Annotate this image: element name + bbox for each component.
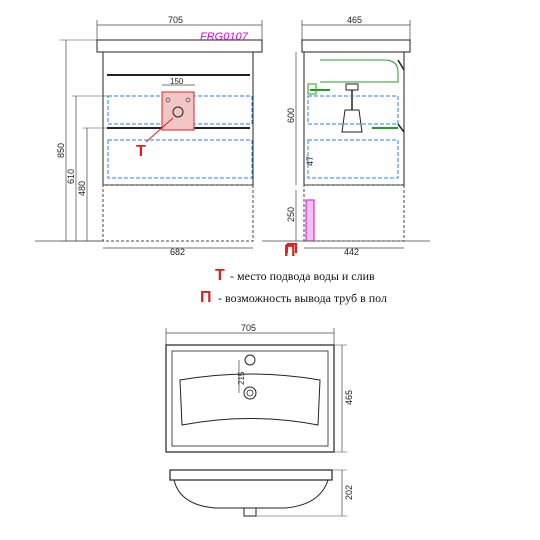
side-dashed-upper xyxy=(307,95,399,125)
dim-215-label: 215 xyxy=(237,371,246,385)
dim-682-label: 682 xyxy=(170,247,185,257)
marker-t: Т xyxy=(136,143,146,160)
basin-side-rim xyxy=(169,469,333,481)
legend-text-t: - место подвода воды и слив xyxy=(230,269,375,283)
basin-side-view: 202 xyxy=(169,469,354,517)
side-dashed-lower xyxy=(307,139,399,179)
plate-rect xyxy=(161,91,195,131)
dim-side-bottom-depth: 442 xyxy=(304,247,404,257)
dim-basin-705-label: 705 xyxy=(241,323,256,333)
model-label: FRG0107 xyxy=(200,31,249,43)
dim-front-top-width: 705 xyxy=(96,15,263,40)
dim-480-label: 480 xyxy=(77,181,87,196)
legend: Т - место подвода воды и слив П - возмож… xyxy=(200,267,387,306)
dim-705-label: 705 xyxy=(168,15,183,25)
legend-mark-t: Т xyxy=(215,267,225,284)
dim-465-label: 465 xyxy=(347,15,362,25)
legend-mark-p: П xyxy=(200,289,212,306)
side-view: 465 П 600 4 xyxy=(35,15,430,260)
marker-p: П xyxy=(284,243,296,260)
basin-bowl xyxy=(179,373,321,426)
drain-hole-icon xyxy=(243,386,257,400)
dim-basin-202-label: 202 xyxy=(344,485,354,500)
dim-basin-465-label: 465 xyxy=(344,390,354,405)
legend-text-p: - возможность вывода труб в пол xyxy=(218,291,387,305)
basin-side-drain xyxy=(243,507,257,517)
side-cabinet xyxy=(303,51,405,186)
basin-top-outline xyxy=(165,344,335,453)
dim-front-heights: 850 610 480 xyxy=(56,39,108,242)
dim-side-heights: 600 47 250 xyxy=(286,52,315,241)
dim-47-label: 47 xyxy=(305,156,315,166)
front-dashed-lower xyxy=(107,139,253,179)
siphon-icon xyxy=(307,83,398,133)
dim-side-top-depth: 465 xyxy=(301,15,411,40)
front-view: 705 FRG0107 150 Т 682 xyxy=(56,15,263,257)
basin-side-bowl xyxy=(173,479,329,509)
plumbing-plate: 150 Т xyxy=(136,77,195,160)
dim-610-label: 610 xyxy=(66,169,76,184)
side-basin-outline xyxy=(320,59,399,83)
basin-top-view: 705 215 465 xyxy=(165,323,354,453)
dim-442-label: 442 xyxy=(344,247,359,257)
faucet-hole-icon xyxy=(244,354,256,366)
dim-150-label: 150 xyxy=(170,77,184,86)
side-legs-area xyxy=(303,184,405,242)
dim-600-label: 600 xyxy=(286,108,296,123)
floor-pipe-outlet: П xyxy=(284,199,315,260)
front-legs-area xyxy=(102,184,254,242)
side-countertop xyxy=(301,39,411,53)
dim-250-label: 250 xyxy=(286,207,296,222)
dim-850-label: 850 xyxy=(56,143,66,158)
dim-front-bottom-width: 682 xyxy=(103,247,253,257)
